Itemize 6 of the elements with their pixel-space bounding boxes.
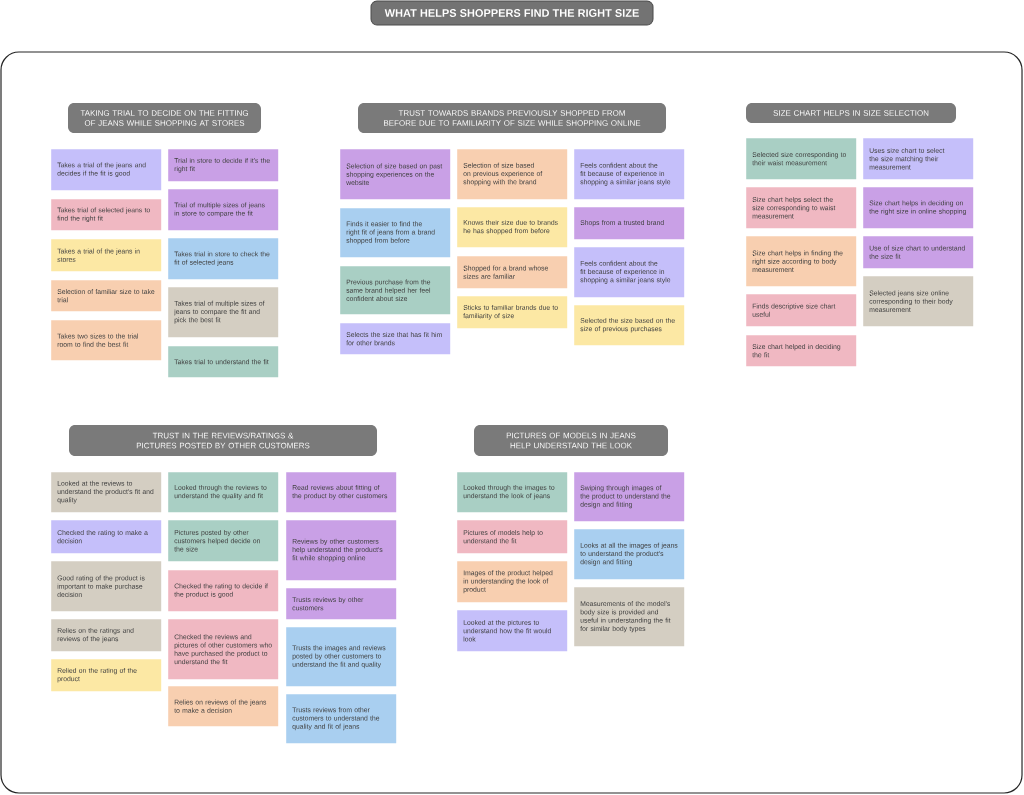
category-header: TRUST IN THE REVIEWS/RATINGS & PICTURES POSTED BY OTHER CUSTOMERS <box>69 425 377 456</box>
title-pill: WHAT HELPS SHOPPERS FIND THE RIGHT SIZE <box>370 0 654 26</box>
category-header: SIZE CHART HELPS IN SIZE SELECTION <box>746 103 956 123</box>
category-header: PICTURES OF MODELS IN JEANS HELP UNDERSTAND THE LOOK <box>474 425 668 456</box>
category-header: TAKING TRIAL TO DECIDE ON THE FITTING OF JEANS WHILE SHOPPING AT STORES <box>68 103 261 133</box>
category-header: TRUST TOWARDS BRANDS PREVIOUSLY SHOPPED FROM BEFORE DUE TO FAMILIARITY OF SIZE WHILE SHOPPING ONLINE <box>358 103 666 133</box>
